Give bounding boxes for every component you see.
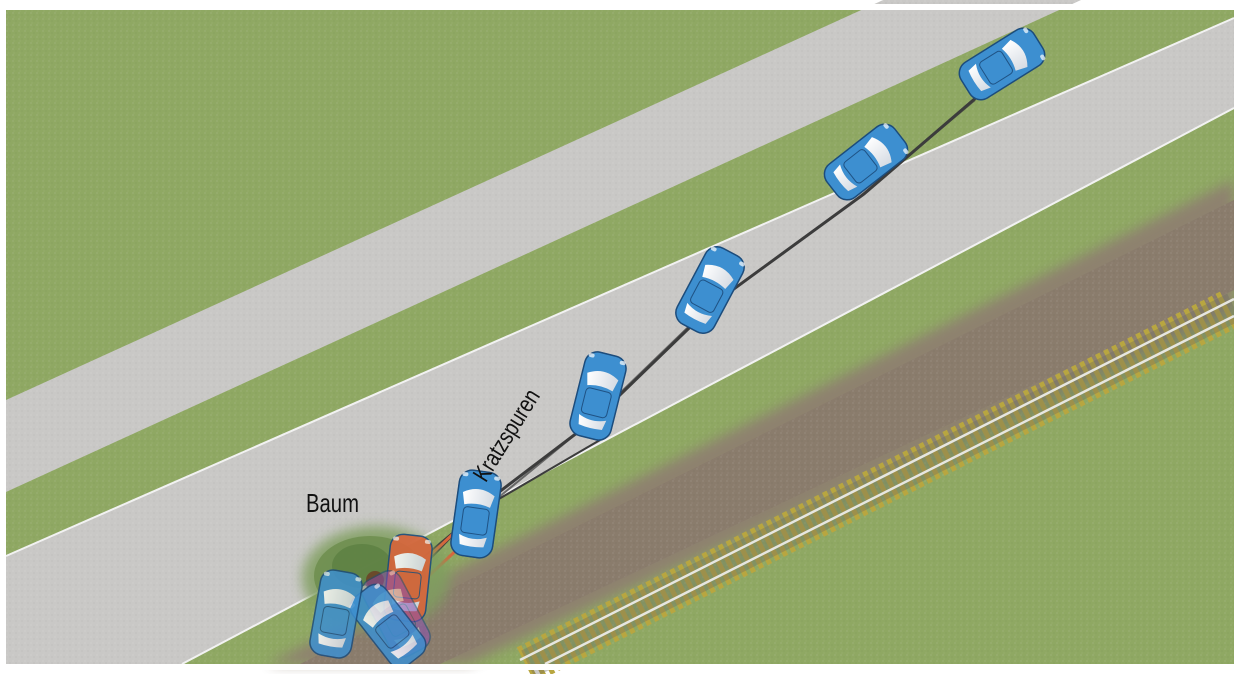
tree-label: Baum [306, 488, 359, 518]
road-edge-line-upper [5, 17, 1235, 557]
railway-track [516, 291, 1240, 674]
rail-embankment [268, 180, 1234, 664]
rail-right [544, 314, 1235, 666]
rail-left [519, 297, 1235, 662]
